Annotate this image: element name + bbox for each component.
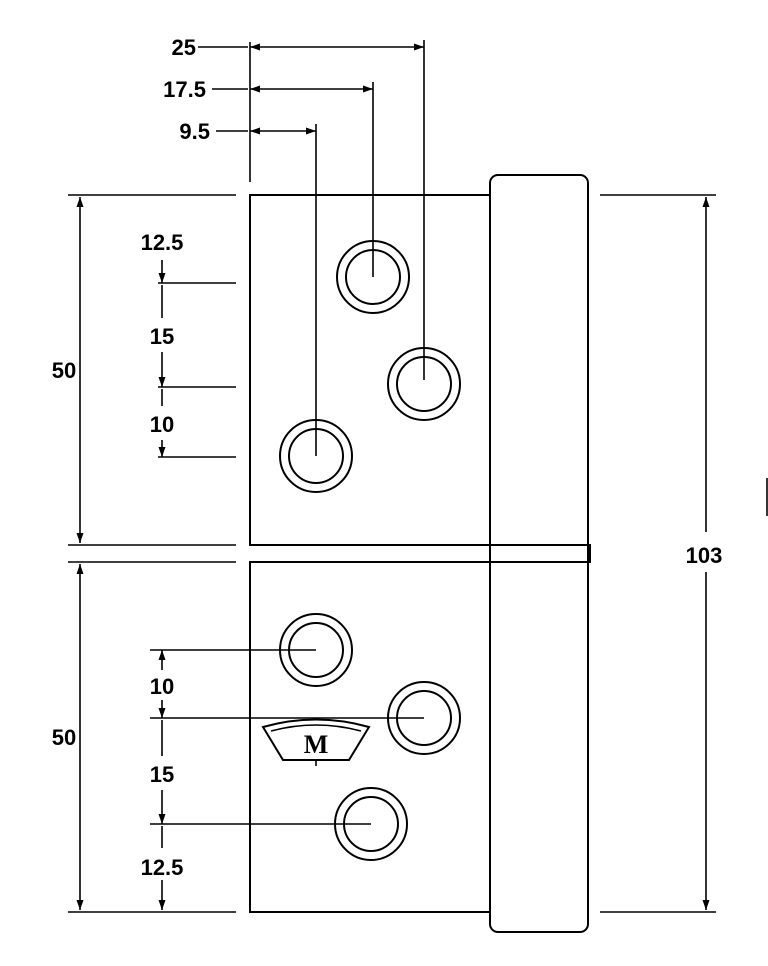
dim-upper-15: 15 [150,285,174,387]
dim-upper-10: 10 [150,389,174,457]
logo-letter: M [304,730,329,759]
dim-lower-12-5: 12.5 [141,826,184,910]
dim-lower-10: 10 [150,650,174,718]
dim-upper-15-label: 15 [150,324,174,349]
dim-17-5-label: 17.5 [163,77,206,102]
dim-17-5: 17.5 [163,77,373,102]
upper-hole-1 [336,240,410,314]
dim-25: 25 [172,35,424,60]
dim-upper-12-5-label: 12.5 [141,230,184,255]
dim-lower-15: 15 [150,720,174,824]
dim-upper-10-label: 10 [150,412,174,437]
hinge-barrel [489,174,589,933]
dim-upper-12-5: 12.5 [141,230,184,283]
dim-25-label: 25 [172,35,196,60]
dim-overall-height-label: 103 [686,543,723,568]
dim-lower-leaf-height: 50 [52,564,236,913]
upper-leaf [249,194,491,546]
barrel-joint-ring [489,544,591,563]
dim-9-5: 9.5 [179,119,316,144]
dim-lower-10-label: 10 [150,674,174,699]
dim-lower-15-label: 15 [150,762,174,787]
dim-upper-leaf-height-label: 50 [52,358,76,383]
upper-hole-3 [279,419,353,493]
dim-9-5-label: 9.5 [179,119,210,144]
m-logo: M [261,718,371,766]
dim-overall-height: 103 [600,194,723,913]
dim-lower-12-5-label: 12.5 [141,855,184,880]
upper-hole-2 [387,347,461,421]
dim-lower-leaf-height-label: 50 [52,725,76,750]
dim-upper-leaf-height: 50 [52,194,236,543]
